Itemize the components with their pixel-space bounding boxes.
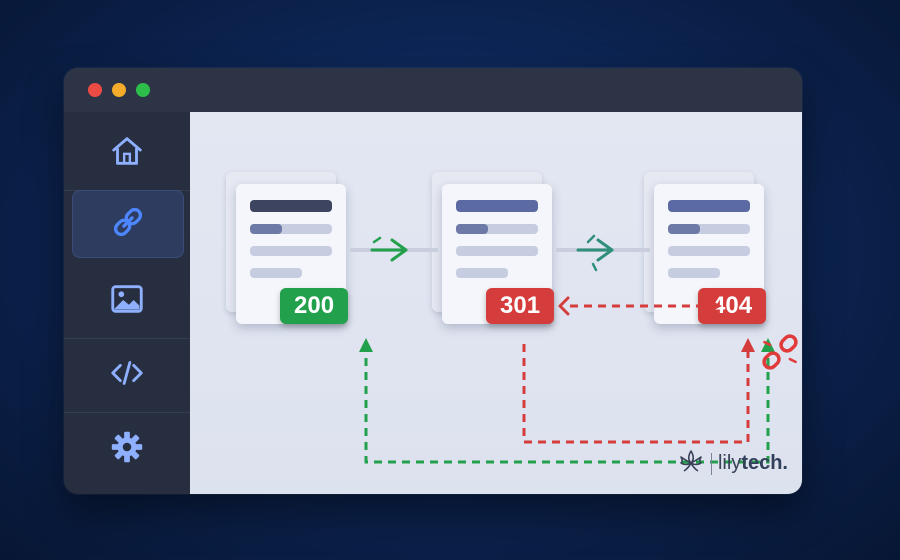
- app-window: 200 301 404: [64, 68, 802, 494]
- redirect-loop-red: [522, 338, 755, 444]
- page-line: [668, 268, 720, 278]
- page-line: [456, 268, 508, 278]
- home-icon: [108, 132, 146, 175]
- page-line: [668, 224, 750, 234]
- page-line: [456, 224, 538, 234]
- page-line: [250, 224, 332, 234]
- status-badge-301: 301: [486, 288, 555, 324]
- sidebar-item-home[interactable]: [64, 116, 190, 191]
- minimize-button[interactable]: [112, 83, 126, 97]
- status-badge-200: 200: [280, 288, 349, 324]
- close-button[interactable]: [88, 83, 102, 97]
- brand-name: lilytech.: [717, 452, 788, 474]
- link-icon: [109, 203, 147, 246]
- brand-logo: lilytech.: [677, 447, 788, 480]
- logo-divider: [710, 452, 712, 475]
- sidebar-item-images[interactable]: [64, 264, 190, 339]
- sidebar: [64, 112, 190, 494]
- redirect-dashed-arrow: [558, 296, 722, 316]
- status-badge-404: 404: [698, 288, 767, 324]
- maximize-button[interactable]: [136, 83, 150, 97]
- page-line-fill: [250, 224, 282, 234]
- lily-flower-icon: [677, 447, 705, 480]
- page-line: [456, 246, 538, 256]
- page-line-fill: [668, 224, 700, 234]
- gear-icon: [108, 428, 146, 471]
- page-title-bar: [250, 200, 332, 212]
- forward-arrow-1: [350, 236, 438, 262]
- code-icon: [108, 354, 146, 397]
- page-title-bar: [668, 200, 750, 212]
- page-title-bar: [456, 200, 538, 212]
- broken-link-icon: [762, 334, 798, 370]
- sidebar-item-code[interactable]: [64, 338, 190, 413]
- link-flow-diagram: [350, 234, 798, 464]
- forward-arrow-2: [556, 234, 650, 272]
- page-line-fill: [456, 224, 488, 234]
- page-line: [250, 246, 332, 256]
- title-bar: [64, 68, 802, 113]
- image-icon: [108, 280, 146, 323]
- sidebar-item-settings[interactable]: [64, 412, 190, 486]
- main-canvas: 200 301 404: [190, 112, 802, 494]
- page-line: [250, 268, 302, 278]
- sidebar-item-links[interactable]: [72, 190, 184, 258]
- page-line: [668, 246, 750, 256]
